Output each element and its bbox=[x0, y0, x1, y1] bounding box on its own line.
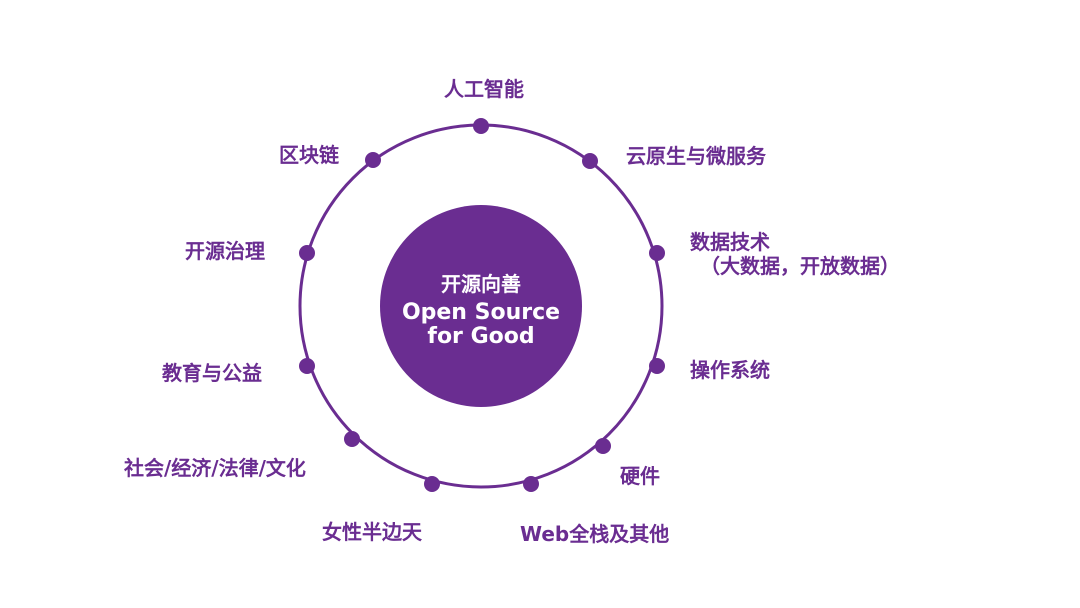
topic-label: 教育与公益 bbox=[162, 361, 262, 385]
center-title-english-line2: for Good bbox=[427, 324, 534, 349]
topic-label: 云原生与微服务 bbox=[626, 144, 766, 168]
topic-label: 操作系统 bbox=[690, 358, 770, 382]
topic-blockchain: 区块链 bbox=[279, 143, 339, 167]
topic-education: 教育与公益 bbox=[162, 361, 262, 385]
topic-governance: 开源治理 bbox=[185, 239, 265, 263]
topic-label: 女性半边天 bbox=[322, 520, 422, 544]
center-circle bbox=[380, 205, 582, 407]
topic-label: 社会/经济/法律/文化 bbox=[124, 456, 306, 480]
topic-hardware: 硬件 bbox=[620, 464, 660, 488]
ring-dot-ai bbox=[473, 118, 489, 134]
center-title-english-line1: Open Source bbox=[402, 300, 560, 325]
topic-data-tech: 数据技术（大数据，开放数据） bbox=[690, 230, 900, 278]
topic-label: 人工智能 bbox=[444, 77, 524, 101]
ring-dot-women bbox=[424, 476, 440, 492]
topic-label: 开源治理 bbox=[185, 239, 265, 263]
topic-women: 女性半边天 bbox=[322, 520, 422, 544]
topic-label: Web全栈及其他 bbox=[520, 522, 670, 546]
ring-dot-society bbox=[344, 431, 360, 447]
ring-dot-governance bbox=[299, 245, 315, 261]
ring-dot-cloud-native bbox=[582, 153, 598, 169]
ring-dots bbox=[299, 118, 665, 492]
topic-sublabel: （大数据，开放数据） bbox=[700, 254, 900, 278]
topic-os: 操作系统 bbox=[690, 358, 770, 382]
ring-dot-data-tech bbox=[649, 245, 665, 261]
topic-society: 社会/经济/法律/文化 bbox=[124, 456, 306, 480]
ring-dot-web-fullstack bbox=[523, 476, 539, 492]
topic-cloud-native: 云原生与微服务 bbox=[626, 144, 766, 168]
ring-dot-os bbox=[649, 358, 665, 374]
ring-dot-education bbox=[299, 358, 315, 374]
topic-label: 数据技术 bbox=[690, 230, 770, 254]
center-title-chinese: 开源向善 bbox=[441, 272, 521, 296]
topic-web-fullstack: Web全栈及其他 bbox=[520, 522, 669, 546]
ring-dot-blockchain bbox=[365, 152, 381, 168]
ring-dot-hardware bbox=[595, 438, 611, 454]
topic-label: 区块链 bbox=[279, 143, 339, 167]
topic-ai: 人工智能 bbox=[444, 77, 524, 101]
topic-label: 硬件 bbox=[620, 464, 660, 488]
